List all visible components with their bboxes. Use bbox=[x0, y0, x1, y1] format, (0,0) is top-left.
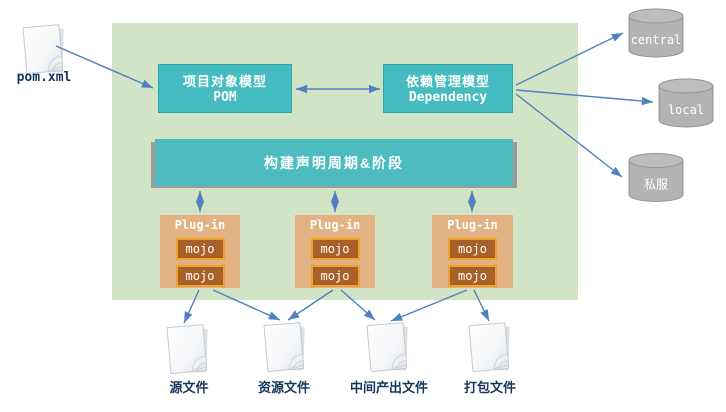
resource-file-document-icon bbox=[263, 322, 306, 373]
plugin-3-mojo-1: mojo bbox=[448, 238, 497, 260]
plugin-box-1: Plug-in mojo mojo bbox=[160, 215, 240, 288]
plugin-box-3: Plug-in mojo mojo bbox=[432, 215, 513, 288]
source-file-document-icon bbox=[166, 324, 209, 375]
source-file-label: 源文件 bbox=[169, 380, 209, 395]
intermediate-file-document-icon bbox=[366, 322, 409, 373]
plugin-1-mojo-2: mojo bbox=[175, 265, 225, 287]
dependency-model-title: 依赖管理模型 bbox=[405, 73, 490, 89]
plugin-box-2: Plug-in mojo mojo bbox=[295, 215, 375, 288]
lifecycle-title: 构建声明周期&阶段 bbox=[263, 154, 405, 171]
local-repository-label: local bbox=[668, 103, 704, 117]
lifecycle-box: 构建声明周期&阶段 bbox=[155, 139, 513, 186]
private-repository-label: 私服 bbox=[644, 178, 668, 192]
plugin-3-mojo-2: mojo bbox=[448, 265, 497, 287]
local-repository-cylinder: local bbox=[658, 78, 714, 128]
pom-model-subtitle: POM bbox=[213, 89, 237, 105]
pom-xml-label: pom.xml bbox=[16, 70, 72, 85]
plugin-2-mojo-2: mojo bbox=[310, 265, 360, 287]
resource-file-label: 资源文件 bbox=[257, 380, 310, 395]
dependency-model-subtitle: Dependency bbox=[408, 89, 488, 105]
intermediate-file-label: 中间产出文件 bbox=[349, 380, 428, 395]
plugin-2-mojo-1: mojo bbox=[310, 238, 360, 260]
plugin-1-title: Plug-in bbox=[174, 218, 226, 232]
plugin-3-title: Plug-in bbox=[447, 218, 498, 232]
package-file-label: 打包文件 bbox=[463, 380, 516, 395]
pom-model-box: 项目对象模型 POM bbox=[158, 64, 292, 113]
central-repository-label: central bbox=[631, 33, 682, 47]
central-repository-cylinder: central bbox=[628, 8, 684, 58]
plugin-1-mojo-1: mojo bbox=[175, 238, 225, 260]
dependency-model-box: 依赖管理模型 Dependency bbox=[383, 64, 513, 113]
pom-model-title: 项目对象模型 bbox=[182, 73, 267, 89]
plugin-2-title: Plug-in bbox=[309, 218, 361, 232]
package-file-document-icon bbox=[468, 322, 511, 373]
private-repository-cylinder: 私服 bbox=[628, 153, 684, 202]
pom-xml-document-icon bbox=[22, 24, 65, 75]
